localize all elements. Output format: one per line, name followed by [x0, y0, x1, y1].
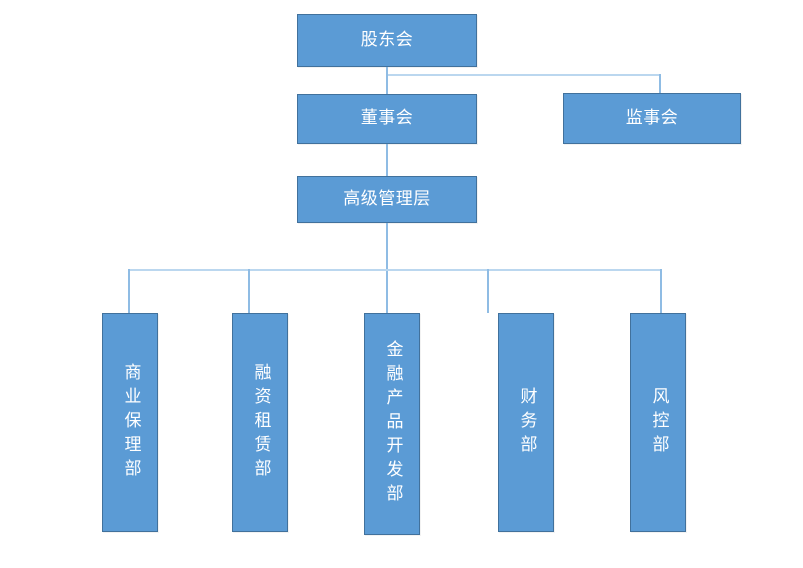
connector-drop-dept-4 — [487, 269, 489, 313]
node-senior-management-label: 高级管理层 — [343, 188, 431, 209]
connector-to-board — [386, 74, 388, 95]
node-dept-financial-leasing[interactable]: 融资租赁部 — [232, 313, 288, 532]
connector-drop-dept-2 — [248, 269, 250, 313]
node-dept-financial-product-development[interactable]: 金融产品开发部 — [364, 313, 420, 535]
connector-drop-dept-5 — [660, 269, 662, 313]
node-dept-risk-control[interactable]: 风控部 — [630, 313, 686, 532]
node-dept-finance-label: 财务部 — [516, 386, 537, 459]
connector-level1-bar — [386, 74, 661, 76]
node-shareholders-meeting-label: 股东会 — [360, 29, 414, 50]
node-dept-financial-leasing-label: 融资租赁部 — [250, 362, 271, 483]
connector-drop-dept-1 — [128, 269, 130, 313]
node-board-of-supervisors[interactable]: 监事会 — [563, 93, 741, 144]
node-dept-financial-product-development-label: 金融产品开发部 — [382, 340, 403, 508]
node-board-of-directors-label: 董事会 — [360, 108, 414, 129]
connector-to-supervisors — [659, 74, 661, 93]
node-board-of-supervisors-label: 监事会 — [625, 107, 679, 128]
node-dept-commercial-factoring[interactable]: 商业保理部 — [102, 313, 158, 532]
node-board-of-directors[interactable]: 董事会 — [297, 94, 477, 144]
node-dept-finance[interactable]: 财务部 — [498, 313, 554, 532]
connector-management-stem — [386, 223, 388, 313]
node-senior-management[interactable]: 高级管理层 — [297, 176, 477, 223]
connector-board-to-management — [386, 144, 388, 176]
node-dept-commercial-factoring-label: 商业保理部 — [120, 362, 141, 483]
node-dept-risk-control-label: 风控部 — [648, 386, 669, 459]
node-shareholders-meeting[interactable]: 股东会 — [297, 14, 477, 67]
connector-departments-bar — [128, 269, 662, 271]
connector-shareholders-stem — [386, 67, 388, 75]
